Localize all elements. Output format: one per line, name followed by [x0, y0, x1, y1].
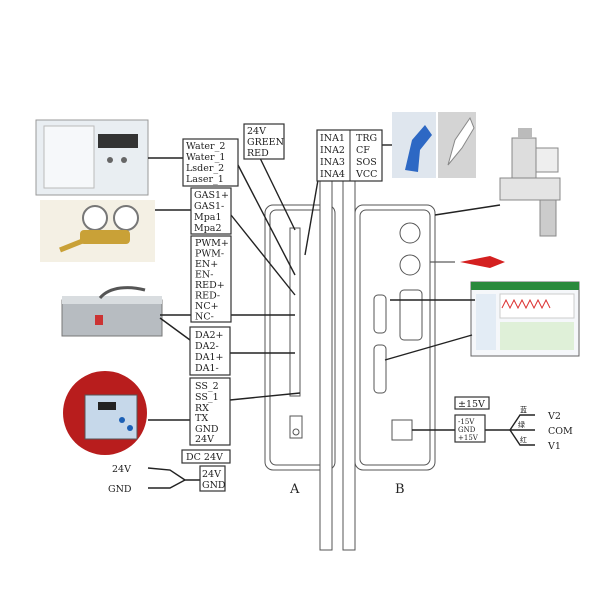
- dc-label: DC 24V: [186, 452, 223, 463]
- software-screen-photo: [470, 281, 580, 357]
- ground-clamp-photo: [430, 256, 505, 268]
- terminal-label: Water_2: [186, 141, 225, 152]
- terminal-label: DA2-: [195, 341, 219, 352]
- terminal-label: GND: [202, 480, 226, 491]
- terminal-label: 24V: [247, 126, 266, 137]
- terminal-label: RED: [247, 148, 269, 159]
- analog-supply: ±15V -15V GND +15V 蓝 绿 红 V2 COM V1: [458, 399, 573, 452]
- terminal-label: Mpa2: [194, 223, 222, 234]
- supply-label: ±15V: [458, 399, 485, 410]
- terminal-label: -15V: [458, 418, 475, 426]
- terminal-label: 24V: [195, 434, 214, 445]
- laser-terminal: Water_2 Water_1 Lsder_2 Laser_1: [186, 141, 225, 185]
- terminal-label: GND: [458, 426, 476, 434]
- gas-terminal: GAS1+ GAS1- Mpa1 Mpa2: [194, 190, 229, 234]
- terminal-label: INA4: [320, 169, 345, 180]
- terminal-label: RX: [195, 403, 209, 414]
- terminal-label: GAS1-: [194, 201, 224, 212]
- terminal-label: GND: [195, 424, 219, 435]
- laser-head-photo: [499, 128, 561, 237]
- output-label: COM: [548, 426, 573, 437]
- wire-color-label: 蓝: [520, 405, 527, 414]
- dc-supply: DC 24V 24V GND 24V GND: [108, 452, 226, 495]
- output-label: V1: [547, 441, 561, 452]
- terminal-label: INA1: [320, 133, 345, 144]
- pwm-terminal: PWM+ PWM- EN+ EN- RED+ RED- NC+ NC-: [195, 238, 229, 323]
- terminal-label: DA2+: [195, 330, 223, 341]
- terminal-label: Mpa1: [194, 212, 222, 223]
- terminal-label: RED+: [195, 280, 225, 291]
- wires: [147, 144, 535, 489]
- wire-label: GND: [108, 484, 132, 495]
- terminal-label: EN-: [195, 270, 213, 281]
- output-label: V2: [547, 411, 561, 422]
- terminal-label: Lsder_2: [186, 163, 224, 174]
- device-a-label: A: [289, 482, 300, 497]
- terminal-label: NC-: [195, 312, 214, 323]
- terminal-label: PWM-: [195, 249, 224, 260]
- terminal-label: INA3: [320, 157, 345, 168]
- gas-regulator-photo: [40, 200, 155, 262]
- terminal-label: TX: [195, 413, 208, 424]
- wire-color-label: 红: [520, 435, 527, 444]
- wobble-controller-photo: [63, 371, 147, 455]
- device-b: [342, 179, 436, 551]
- terminal-label: GREEN: [247, 137, 284, 148]
- terminal-label: RED-: [195, 291, 220, 302]
- terminal-label: +15V: [458, 434, 479, 442]
- terminal-label: TRG: [356, 133, 377, 144]
- power-terminal: 24V GREEN RED: [247, 126, 284, 159]
- terminal-label: EN+: [195, 259, 218, 270]
- wire-label: 24V: [112, 464, 131, 475]
- terminal-label: DA1+: [195, 352, 223, 363]
- device-b-label: B: [395, 482, 405, 497]
- ss-terminal: SS_2 SS_1 RX TX GND 24V: [195, 381, 219, 445]
- terminal-label: SS_1: [195, 392, 219, 403]
- da-terminal: DA2+ DA2- DA1+ DA1-: [195, 330, 223, 374]
- terminal-label: PWM+: [195, 238, 229, 249]
- terminal-label: 24V: [202, 469, 221, 480]
- terminal-label: DA1-: [195, 363, 219, 374]
- terminal-label: CF: [356, 145, 370, 156]
- terminal-label: Water_1: [186, 152, 225, 163]
- terminal-label: GAS1+: [194, 190, 229, 201]
- robot-arm-photo: [392, 112, 476, 178]
- terminal-label: VCC: [355, 169, 377, 180]
- water-chiller-photo: [35, 119, 149, 196]
- terminal-label: Laser_1: [186, 174, 224, 185]
- terminal-label: INA2: [320, 145, 345, 156]
- terminal-label: NC+: [195, 301, 219, 312]
- fiber-laser-source-photo: [61, 286, 163, 337]
- device-a: [264, 129, 336, 551]
- wire-color-label: 绿: [518, 420, 525, 429]
- terminal-label: SOS: [356, 157, 377, 168]
- terminal-label: SS_2: [195, 381, 219, 392]
- ina-terminal: INA1 INA2 INA3 INA4 TRG CF SOS VCC: [320, 133, 377, 180]
